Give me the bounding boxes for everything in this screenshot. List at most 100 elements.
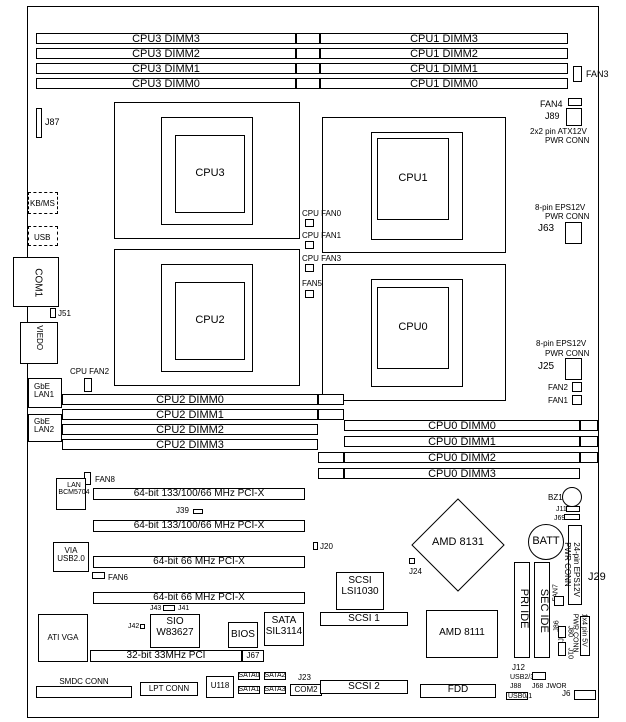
pcix-slot-3[interactable]	[93, 556, 305, 568]
gbe-lan1-port[interactable]	[28, 378, 62, 408]
dimm-slot[interactable]: CPU3 DIMM1	[36, 63, 296, 75]
cpu-fan3-header[interactable]	[305, 264, 314, 272]
cpu1-socket[interactable]: CPU1	[322, 117, 506, 253]
scsi1-connector[interactable]	[320, 612, 408, 626]
cpu0-socket[interactable]: CPU0	[322, 264, 506, 401]
j67-connector[interactable]	[242, 650, 264, 662]
pwr-1x4-connector[interactable]	[580, 616, 590, 656]
fan4-header[interactable]	[568, 98, 582, 106]
buzzer	[562, 487, 582, 507]
smdc-connector[interactable]	[36, 686, 132, 698]
cpu-fan0-header[interactable]	[305, 219, 314, 227]
pcix-slot-2[interactable]	[93, 520, 305, 532]
dimm-slot[interactable]: CPU1 DIMM0	[320, 78, 568, 90]
fdd-connector[interactable]	[420, 684, 496, 698]
pcix-slot-2-label: 64-bit 133/100/66 MHz PCI-X	[133, 519, 265, 531]
cpu-fan1-label: CPU FAN1	[302, 231, 342, 240]
j5-header[interactable]	[558, 642, 566, 656]
j87-header[interactable]	[36, 108, 42, 138]
sec-ide-connector[interactable]	[534, 562, 550, 658]
com1-port[interactable]	[13, 257, 59, 307]
j88-label: J88	[510, 683, 522, 690]
j29-label: J29	[588, 571, 606, 583]
sata1-port[interactable]	[238, 686, 260, 694]
amd8131-label: AMD 8131	[432, 536, 484, 548]
fan5-label: FAN5	[302, 279, 323, 288]
fan1-header[interactable]	[572, 395, 582, 405]
eps24-connector[interactable]	[568, 525, 582, 605]
fan5-header[interactable]	[305, 290, 314, 298]
pcix-slot-1[interactable]	[93, 488, 305, 500]
j69-header[interactable]	[564, 514, 580, 520]
cpu2-label: CPU2	[195, 314, 225, 327]
dimm-slot[interactable]: CPU0 DIMM1	[344, 436, 580, 448]
kbms-port[interactable]	[28, 192, 58, 214]
dimm-slot[interactable]: CPU1 DIMM3	[320, 33, 568, 45]
fan6-header[interactable]	[92, 572, 105, 579]
cpu3-socket[interactable]: CPU3	[114, 102, 300, 239]
usb23-header[interactable]	[532, 672, 546, 680]
j63-connector[interactable]	[565, 222, 582, 244]
dimm-slot[interactable]: CPU2 DIMM1	[62, 409, 318, 421]
cpu-fan2-header[interactable]	[84, 378, 92, 392]
usb-port[interactable]	[28, 226, 58, 246]
eps12v-label-2: PWR CONN	[545, 212, 590, 221]
j51-header[interactable]	[50, 308, 56, 318]
j11-header[interactable]	[566, 506, 580, 512]
amd8111-chip	[426, 610, 498, 658]
j6-connector[interactable]	[574, 690, 596, 700]
gbe-lan2-port[interactable]	[28, 414, 62, 442]
sio-chip	[150, 614, 200, 648]
j89-label: J89	[545, 111, 560, 121]
dimm-slot[interactable]: CPU0 DIMM2	[344, 452, 580, 464]
dimm-latch	[318, 394, 344, 405]
sata2-port[interactable]	[264, 672, 286, 680]
pci32-slot[interactable]	[90, 650, 242, 662]
usb-label: USB	[34, 233, 51, 242]
j43-header[interactable]	[163, 605, 175, 611]
fan3-header[interactable]	[573, 66, 582, 82]
fan2-header[interactable]	[572, 382, 582, 392]
dimm-slot[interactable]: CPU3 DIMM3	[36, 33, 296, 45]
fan2-label: FAN2	[548, 383, 569, 392]
cpu-fan3-label: CPU FAN3	[302, 254, 342, 263]
dimm-slot[interactable]: CPU0 DIMM3	[344, 468, 580, 480]
pci32-slot-label: 32-bit 33MHz PCI	[126, 649, 206, 661]
pri-ide-connector[interactable]	[514, 562, 530, 658]
j42-header[interactable]	[140, 624, 145, 629]
battery	[528, 524, 564, 560]
dimm-latch	[296, 78, 320, 89]
u118-label: U118	[210, 681, 230, 690]
j24-header[interactable]	[409, 558, 415, 564]
pcix-slot-4-label: 64-bit 66 MHz PCI-X	[153, 591, 245, 603]
sata3-port[interactable]	[264, 686, 286, 694]
j39-header[interactable]	[193, 509, 203, 514]
dimm-slot[interactable]: CPU3 DIMM2	[36, 48, 296, 60]
dimm-slot[interactable]: CPU1 DIMM2	[320, 48, 568, 60]
j39-label: J39	[176, 506, 189, 515]
dimm-slot[interactable]: CPU3 DIMM0	[36, 78, 296, 90]
dimm-slot[interactable]: CPU2 DIMM2	[62, 424, 318, 436]
j20-label: J20	[320, 542, 333, 551]
scsi2-connector[interactable]	[320, 680, 408, 694]
pwr-1x4-label-1: 1x4 pin 5V	[580, 613, 588, 647]
sata0-port[interactable]	[238, 672, 260, 680]
dimm-slot[interactable]: CPU1 DIMM1	[320, 63, 568, 75]
j8-header[interactable]	[558, 626, 566, 638]
usb01-header[interactable]	[506, 692, 528, 700]
lpt-connector[interactable]	[140, 682, 198, 696]
amd8131-chip: AMD 8131	[410, 497, 506, 593]
dimm-slot[interactable]: CPU0 DIMM0	[344, 420, 580, 432]
j89-connector[interactable]	[566, 108, 582, 126]
ati-vga-chip	[38, 614, 88, 662]
fan7-header[interactable]	[554, 596, 564, 606]
j20-header[interactable]	[313, 542, 318, 550]
cpu2-socket[interactable]: CPU2	[114, 249, 300, 386]
pcix-slot-4[interactable]	[93, 592, 305, 604]
lan-chip	[56, 478, 86, 510]
j25-connector[interactable]	[565, 358, 582, 380]
dimm-slot[interactable]: CPU2 DIMM3	[62, 439, 318, 451]
dimm-slot[interactable]: CPU2 DIMM0	[62, 394, 318, 406]
video-port[interactable]	[20, 322, 58, 364]
cpu-fan1-header[interactable]	[305, 241, 314, 249]
